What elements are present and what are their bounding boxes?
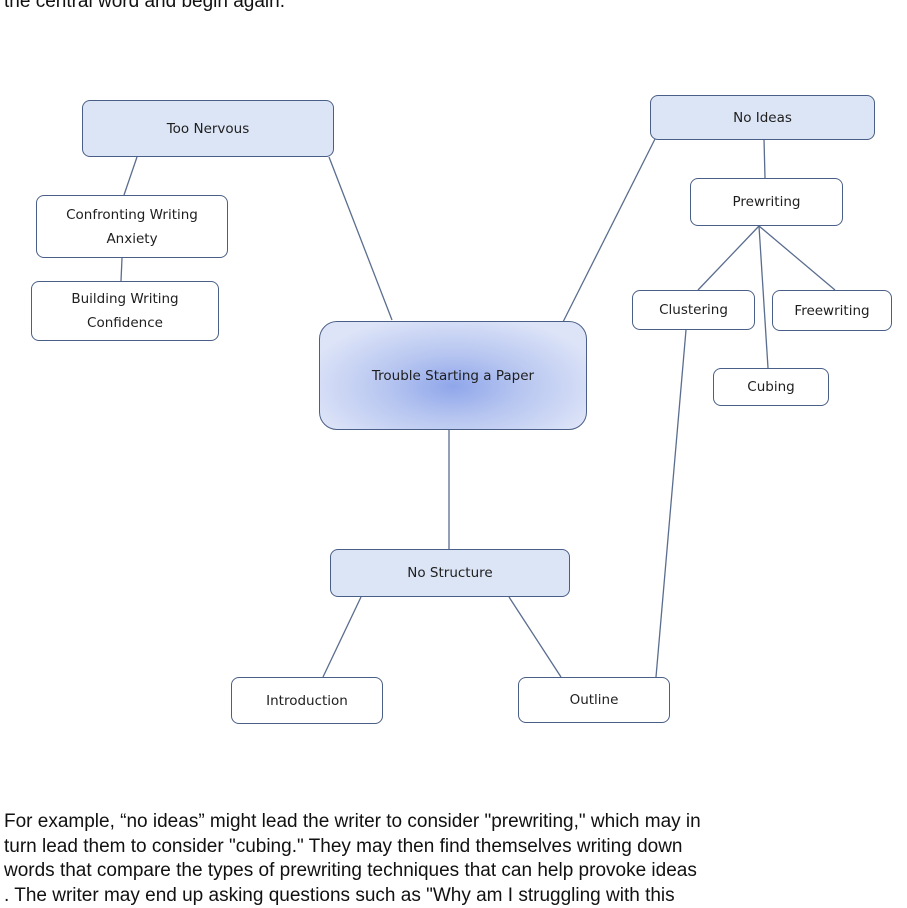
line-noideas-center [562, 136, 657, 323]
prewriting-label: Prewriting [732, 194, 801, 210]
confronting-anxiety-label: Confronting Writing Anxiety [66, 206, 198, 247]
central-node: Trouble Starting a Paper [319, 321, 587, 430]
clustering-node: Clustering [632, 290, 755, 330]
example-line-4: . The writer may end up asking questions… [4, 884, 675, 906]
no-structure-label: No Structure [407, 565, 493, 581]
line-prewriting-clustering [697, 225, 760, 291]
central-label: Trouble Starting a Paper [371, 367, 535, 384]
too-nervous-node: Too Nervous [82, 100, 334, 157]
cubing-node: Cubing [713, 368, 829, 406]
introduction-label: Introduction [266, 692, 348, 709]
cubing-label: Cubing [747, 379, 795, 395]
too-nervous-label: Too Nervous [166, 120, 250, 137]
prewriting-node: Prewriting [690, 178, 843, 226]
no-ideas-label: No Ideas [733, 109, 792, 126]
no-ideas-node: No Ideas [650, 95, 875, 140]
clustering-label: Clustering [659, 302, 728, 318]
building-confidence-label: Building Writing Confidence [71, 291, 179, 331]
freewriting-label: Freewriting [794, 302, 870, 319]
freewriting-node: Freewriting [772, 290, 892, 331]
example-paragraph: For example, “no ideas” might lead the w… [4, 810, 907, 908]
line-nervous-confronting [123, 156, 138, 196]
outline-label: Outline [569, 692, 619, 708]
no-structure-node: No Structure [330, 549, 570, 597]
outline-node: Outline [518, 677, 670, 723]
intro-paragraph: the central word and begin again. [4, 0, 285, 12]
line-nervous-center [328, 156, 393, 321]
line-prewriting-cubing [758, 225, 769, 369]
building-confidence-node: Building Writing Confidence [31, 281, 219, 341]
confronting-anxiety-node: Confronting Writing Anxiety [36, 195, 228, 258]
line-structure-introduction [322, 596, 362, 678]
line-noideas-prewriting [763, 138, 766, 179]
example-line-3: words that compare the types of prewriti… [4, 860, 697, 881]
example-line-2: turn lead them to consider "cubing." The… [4, 835, 683, 857]
line-confronting-building [120, 257, 123, 282]
introduction-node: Introduction [231, 677, 383, 724]
line-prewriting-freewriting [758, 225, 836, 291]
line-structure-outline [508, 596, 562, 678]
example-line-1: For example, “no ideas” might lead the w… [4, 811, 701, 832]
line-clustering-outline [655, 329, 687, 678]
